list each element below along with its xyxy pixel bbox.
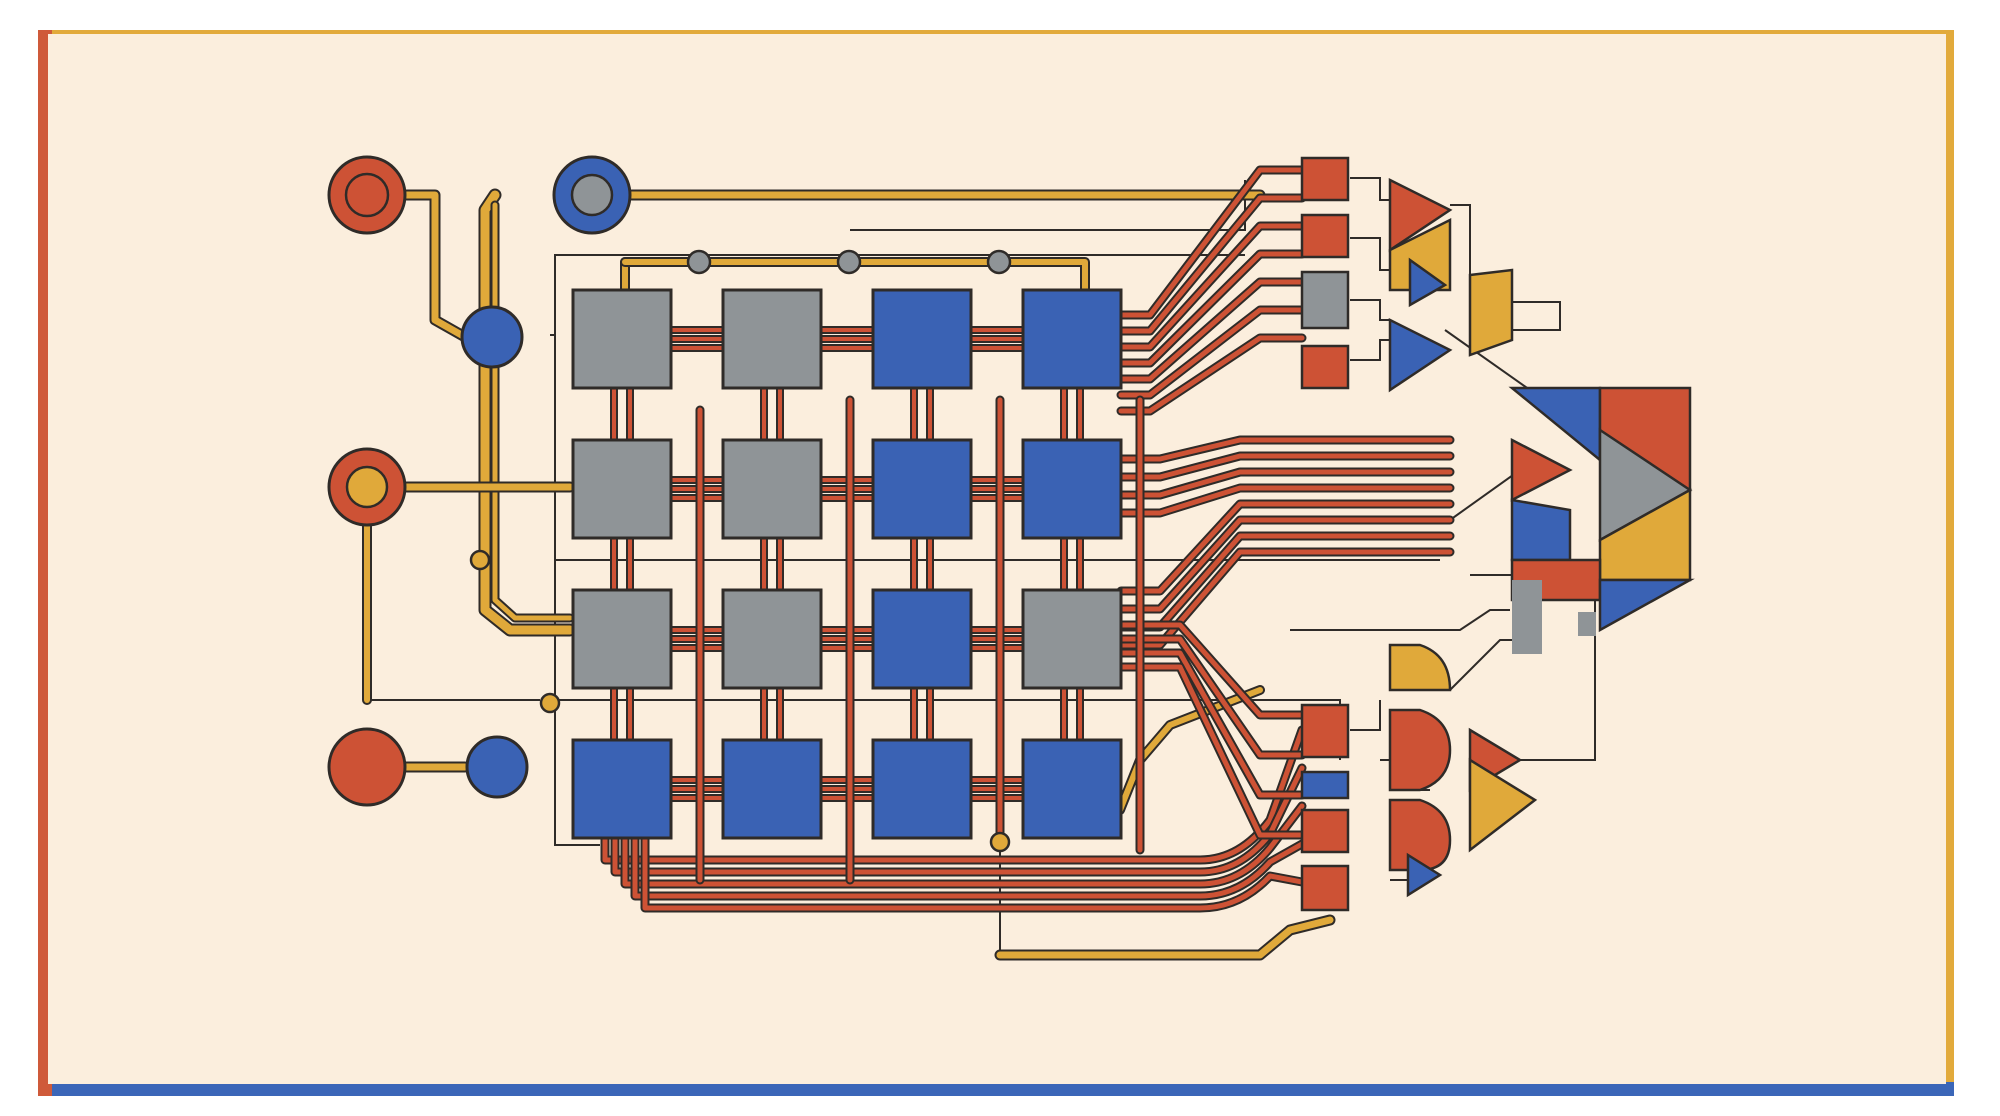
port-top-left <box>327 155 407 235</box>
grid-cell-r4-c3 <box>871 738 973 840</box>
grid-cell-r1-c4 <box>1021 288 1123 390</box>
grid-cell-r4-c4 <box>1021 738 1123 840</box>
red-trace <box>1118 307 1305 398</box>
red-trace <box>1118 223 1305 350</box>
upper-gate-4 <box>1300 344 1350 390</box>
upper-gate-stage <box>1300 156 1514 393</box>
junction-dot <box>989 831 1011 853</box>
junction-dot <box>836 249 862 275</box>
processor-grid <box>571 288 1123 840</box>
yellow-bus <box>492 202 573 621</box>
red-trace <box>1118 622 1305 718</box>
grid-cell-r1-c3 <box>871 288 973 390</box>
grid-cell-r3-c3 <box>871 588 973 690</box>
red-trace <box>1118 167 1305 318</box>
grid-cell-r3-c2 <box>721 588 823 690</box>
grid-cell-r2-c1 <box>571 438 673 540</box>
yellow-bus <box>622 259 1088 293</box>
grid-cell-r2-c4 <box>1021 438 1123 540</box>
grid-cell-r4-c2 <box>721 738 823 840</box>
yellow-buses <box>362 188 1336 961</box>
red-trace <box>1118 279 1305 382</box>
upper-gate-3 <box>1300 270 1350 330</box>
junction-dot <box>686 249 712 275</box>
port-bottom-left <box>327 727 407 807</box>
port-bottom-right <box>465 735 529 799</box>
lower-gate-4 <box>1300 864 1350 912</box>
upper-gate-1 <box>1300 156 1350 202</box>
grid-cell-r1-c2 <box>721 288 823 390</box>
grid-cell-r3-c1 <box>571 588 673 690</box>
lower-gate-stage <box>1300 643 1538 912</box>
red-trace <box>1118 251 1305 366</box>
red-trace <box>622 803 1305 887</box>
grid-cell-r2-c2 <box>721 438 823 540</box>
lower-gate-2 <box>1300 770 1350 800</box>
output-module <box>1508 386 1695 654</box>
grid-cell-r1-c1 <box>571 288 673 390</box>
grid-cell-r2-c3 <box>871 438 973 540</box>
red-trace <box>1118 195 1305 334</box>
port-top <box>552 155 632 235</box>
input-ports <box>327 155 632 807</box>
red-buses <box>600 165 1455 913</box>
lower-gate-1 <box>1300 703 1350 759</box>
red-trace <box>1118 664 1305 838</box>
junction-dot <box>469 549 491 571</box>
red-trace <box>602 727 1305 863</box>
grid-cell-r3-c4 <box>1021 588 1123 690</box>
yellow-bus <box>480 190 575 635</box>
junction-dot <box>539 692 561 714</box>
upper-gate-2 <box>1300 213 1350 259</box>
red-trace <box>1118 636 1305 758</box>
port-middle <box>327 447 407 527</box>
red-trace <box>1118 650 1305 798</box>
junction-dots <box>469 249 1012 853</box>
junction-dot <box>986 249 1012 275</box>
yellow-bus <box>996 916 1334 959</box>
lower-gate-3 <box>1300 808 1350 854</box>
red-trace <box>632 835 1305 899</box>
hub-node <box>460 305 524 369</box>
yellow-bus <box>401 191 469 341</box>
red-trace <box>642 835 1305 911</box>
grid-cell-r4-c1 <box>571 738 673 840</box>
